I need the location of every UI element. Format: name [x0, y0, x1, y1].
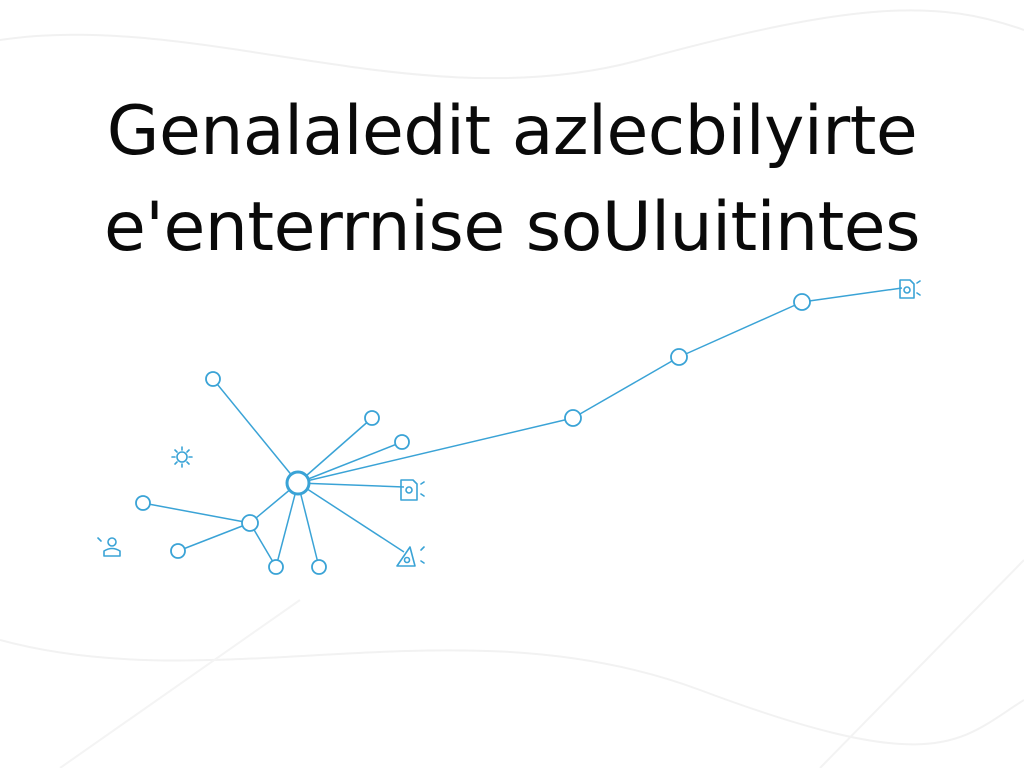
edge: [275, 482, 299, 568]
network-nodes: [135, 293, 811, 575]
headline-line-2: e'enterrnise soUluitintes: [103, 188, 921, 267]
node: [170, 543, 186, 559]
node: [205, 371, 221, 387]
hub-node: [285, 470, 311, 496]
edge: [297, 482, 405, 488]
edge: [297, 482, 320, 568]
edge: [297, 417, 373, 484]
node: [670, 348, 688, 366]
edge: [142, 502, 251, 524]
node: [394, 434, 410, 450]
edge: [801, 287, 903, 303]
node: [135, 495, 151, 511]
node: [793, 293, 811, 311]
person-icon: [97, 537, 121, 557]
edge: [572, 356, 680, 419]
edge: [297, 417, 574, 484]
document-icon: [400, 479, 425, 501]
node: [241, 514, 259, 532]
network-edges: [142, 287, 903, 568]
edge: [678, 301, 803, 358]
edge: [297, 441, 403, 484]
headline-line-1: Genalaledit azlecbilyirte: [106, 92, 918, 171]
edge: [297, 482, 405, 553]
warning-icon: [396, 546, 425, 567]
node: [364, 410, 380, 426]
gear-icon: [171, 446, 193, 468]
edge: [177, 522, 251, 552]
node: [268, 559, 284, 575]
node: [311, 559, 327, 575]
document-icon: [899, 279, 921, 299]
node: [564, 409, 582, 427]
headline: Genalaledit azlecbilyirte e'enterrnise s…: [0, 84, 1024, 276]
edge: [212, 378, 299, 484]
